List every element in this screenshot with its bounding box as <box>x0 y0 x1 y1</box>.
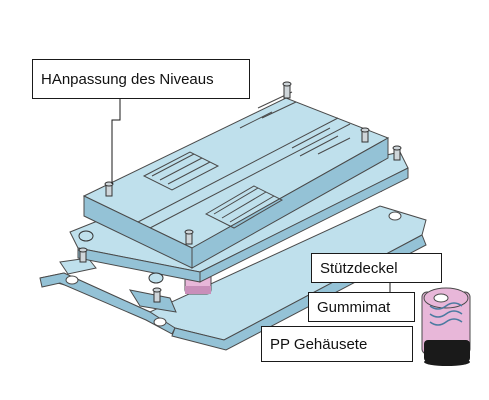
callout-level-adjustment: HAnpassung des Niveaus <box>32 59 250 99</box>
level-bolt-icon <box>78 81 402 303</box>
callout-support-cap: Stützdeckel <box>311 253 442 283</box>
callout-rubber-mat-text: Gummimat <box>317 298 391 316</box>
callout-support-cap-text: Stützdeckel <box>320 259 398 277</box>
callout-pp-housing: PP Gehäusete <box>261 326 413 362</box>
callout-rubber-mat: Gummimat <box>308 292 415 322</box>
callout-pp-housing-text: PP Gehäusete <box>270 335 368 353</box>
base-frame <box>39 205 427 351</box>
callout-level-adjustment-text: HAnpassung des Niveaus <box>41 70 214 88</box>
top-plate <box>82 97 390 269</box>
slot-icon <box>142 91 351 229</box>
mount-detail <box>421 287 471 366</box>
